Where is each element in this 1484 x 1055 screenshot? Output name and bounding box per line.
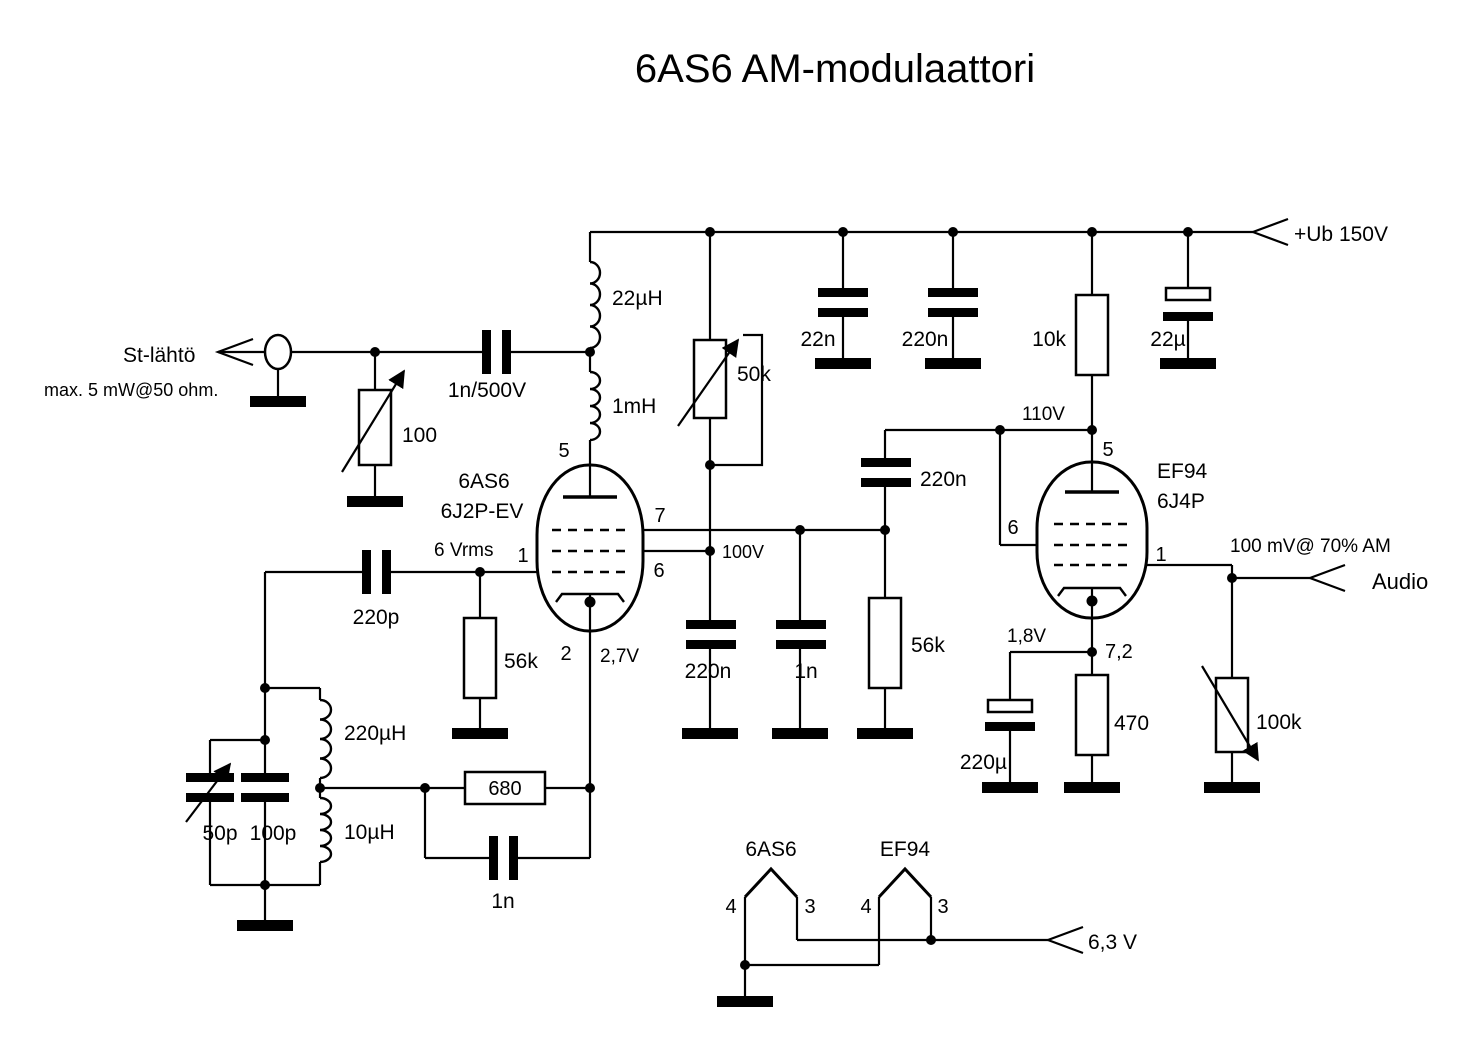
inductor-1mH-label: 1mH <box>612 395 656 418</box>
supply-label: +Ub 150V <box>1294 223 1388 246</box>
potentiometer-100k-label: 100k <box>1256 711 1302 734</box>
heater-t1-pin3: 3 <box>804 896 815 918</box>
tube2-pin5: 5 <box>1102 439 1113 461</box>
heater-6as6-icon <box>743 866 799 899</box>
audio-input-arrow-icon <box>1306 563 1346 593</box>
resistor-10k-label: 10k <box>1032 328 1066 351</box>
inductor-22uH-label: 22µH <box>612 287 663 310</box>
resistor-10k <box>1074 293 1110 377</box>
potentiometer-100k <box>1201 665 1259 762</box>
ground-symbols <box>237 358 1260 1007</box>
capacitor-1n-cathode <box>489 836 518 880</box>
capacitor-22n <box>818 288 868 317</box>
plate2-voltage: 110V <box>1022 404 1065 425</box>
heater-supply-label: 6,3 V <box>1088 931 1137 954</box>
output-connector <box>263 333 293 371</box>
tube2-pin72: 7,2 <box>1105 641 1133 663</box>
capacitor-22n-label: 22n <box>800 328 835 351</box>
tube2-cathode-icon <box>1057 586 1127 597</box>
capacitor-22u-electrolytic <box>1163 286 1213 321</box>
resistor-56k-grid-label: 56k <box>504 650 538 673</box>
rf-output-arrow-icon <box>214 337 254 367</box>
junction-dots <box>260 227 1237 970</box>
resistor-56k-grid <box>462 616 498 700</box>
inductor-220uH-label: 220µH <box>344 722 406 745</box>
capacitor-220p <box>362 550 391 594</box>
tube1-pin5: 5 <box>558 440 569 462</box>
inductor-1mH <box>589 370 602 442</box>
tube-ef94 <box>1035 460 1149 620</box>
cathode1-voltage: 2,7V <box>600 646 639 667</box>
audio-input-label: Audio <box>1372 569 1428 594</box>
capacitor-100p-label: 100p <box>250 822 297 845</box>
potentiometer-50k <box>677 338 740 427</box>
capacitor-1n-g3 <box>776 620 826 649</box>
screen-voltage: 100V <box>722 542 764 562</box>
capacitor-1n500V <box>482 330 511 374</box>
inductor-220uH <box>319 698 333 780</box>
capacitor-220u-label: 220µ <box>960 751 1007 774</box>
capacitor-1n-g3-label: 1n <box>794 660 817 683</box>
capacitor-220n-rail <box>928 288 978 317</box>
resistor-680-label: 680 <box>488 778 521 800</box>
resistor-470-label: 470 <box>1114 712 1149 735</box>
capacitor-1n500V-label: 1n/500V <box>448 379 526 402</box>
rf-output-label: St-lähtö <box>123 344 195 367</box>
tube1-pin1: 1 <box>517 545 528 567</box>
heater-t2-pin3: 3 <box>937 896 948 918</box>
heater-tube1-label: 6AS6 <box>745 838 796 861</box>
tube2-pin1: 1 <box>1155 544 1166 566</box>
tube1-pin7: 7 <box>654 505 665 527</box>
inductor-10uH-label: 10µH <box>344 821 395 844</box>
tube1-cathode-icon <box>555 592 625 603</box>
inductor-22uH <box>589 260 602 350</box>
heater-t1-pin4: 4 <box>725 896 736 918</box>
inductor-10uH <box>319 796 333 864</box>
supply-arrow-icon <box>1249 217 1289 247</box>
capacitor-1n-cathode-label: 1n <box>491 890 514 913</box>
cathode2-voltage: 1,8V <box>1007 626 1046 647</box>
capacitor-220n-coupling <box>861 458 911 487</box>
potentiometer-100 <box>341 369 405 473</box>
tube1-alt-name: 6J2P-EV <box>441 500 524 523</box>
tube2-pin6: 6 <box>1007 517 1018 539</box>
potentiometer-50k-label: 50k <box>737 363 771 386</box>
heater-ef94-icon <box>877 866 933 899</box>
tube2-alt-name: 6J4P <box>1157 490 1205 513</box>
capacitor-220p-label: 220p <box>353 606 400 629</box>
capacitor-100p <box>241 773 289 802</box>
heater-tube2-label: EF94 <box>880 838 931 861</box>
resistor-56k-g3 <box>867 596 903 690</box>
capacitor-220u-electrolytic <box>985 698 1035 731</box>
heater-supply-arrow-icon <box>1044 925 1084 955</box>
capacitor-22u-label: 22µ <box>1150 328 1185 351</box>
heater-t2-pin4: 4 <box>860 896 871 918</box>
audio-level-note: 100 mV@ 70% AM <box>1230 536 1391 557</box>
rf-output-note: max. 5 mW@50 ohm. <box>44 380 218 400</box>
tube1-name: 6AS6 <box>458 470 509 493</box>
potentiometer-100-label: 100 <box>402 424 437 447</box>
tube2-name: EF94 <box>1157 460 1208 483</box>
capacitor-220n-coupling-label: 220n <box>920 468 967 491</box>
resistor-470 <box>1074 673 1110 757</box>
capacitor-220n-screen <box>686 620 736 649</box>
capacitor-220n-screen-label: 220n <box>685 660 732 683</box>
resistor-56k-g3-label: 56k <box>911 634 945 657</box>
resistor-680 <box>463 770 547 806</box>
tube1-pin6: 6 <box>653 560 664 582</box>
capacitor-220n-rail-label: 220n <box>902 328 949 351</box>
capacitor-50p-variable <box>185 762 234 823</box>
tube-6as6 <box>535 463 645 633</box>
tube1-pin2: 2 <box>560 643 571 665</box>
schematic-title: 6AS6 AM-modulaattori <box>635 47 1035 91</box>
capacitor-50p-label: 50p <box>202 822 237 845</box>
grid-drive-label: 6 Vrms <box>434 540 493 561</box>
